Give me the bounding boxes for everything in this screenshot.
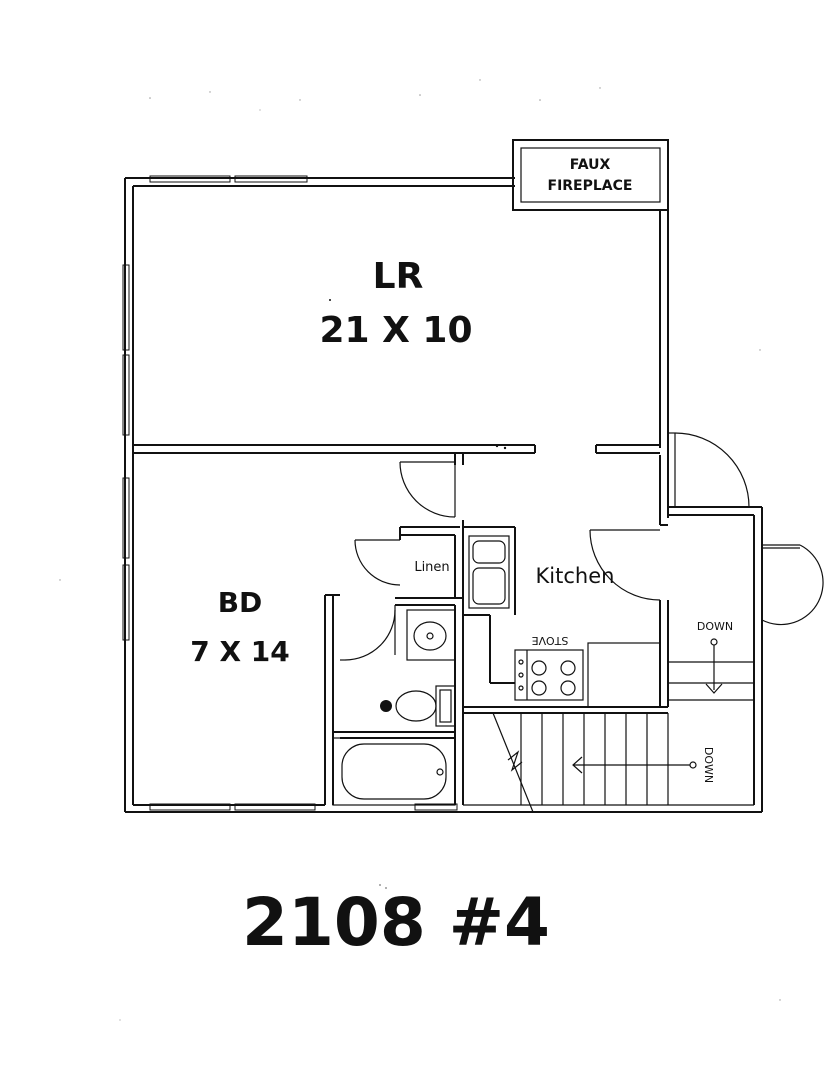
windows xyxy=(122,175,458,811)
toilet xyxy=(380,685,456,727)
bath-sink xyxy=(406,609,456,661)
unit-title: 2108 #4 xyxy=(242,884,550,961)
stairs-down-label-top: DOWN xyxy=(697,620,733,633)
stove: STOVE xyxy=(514,634,584,701)
living-room-name: LR xyxy=(373,256,424,297)
faux-fireplace: FAUX FIREPLACE xyxy=(512,139,669,211)
kitchen-label: Kitchen xyxy=(536,564,615,588)
bathroom xyxy=(332,609,456,806)
kitchen: STOVE Kitchen xyxy=(468,535,661,708)
living-room-size: 21 X 10 xyxy=(319,310,472,351)
stove-label: STOVE xyxy=(532,634,569,647)
scan-noise xyxy=(59,79,781,1021)
kitchen-sink xyxy=(468,535,510,609)
linen-label: Linen xyxy=(414,560,449,575)
bedroom-size: 7 X 14 xyxy=(190,635,290,668)
fireplace-label-line2: FIREPLACE xyxy=(548,178,633,194)
interior-walls xyxy=(133,444,669,805)
stairs: DOWN DOWN xyxy=(463,620,754,813)
room-labels: LR 21 X 10 BD 7 X 14 xyxy=(190,256,472,668)
stairs-down-label-side: DOWN xyxy=(702,747,715,783)
exterior-walls xyxy=(124,177,763,813)
refrigerator xyxy=(587,642,661,708)
doors xyxy=(340,432,824,661)
bedroom-name: BD xyxy=(218,586,263,619)
bathtub xyxy=(332,737,456,806)
fireplace-label-line1: FAUX xyxy=(570,157,611,173)
